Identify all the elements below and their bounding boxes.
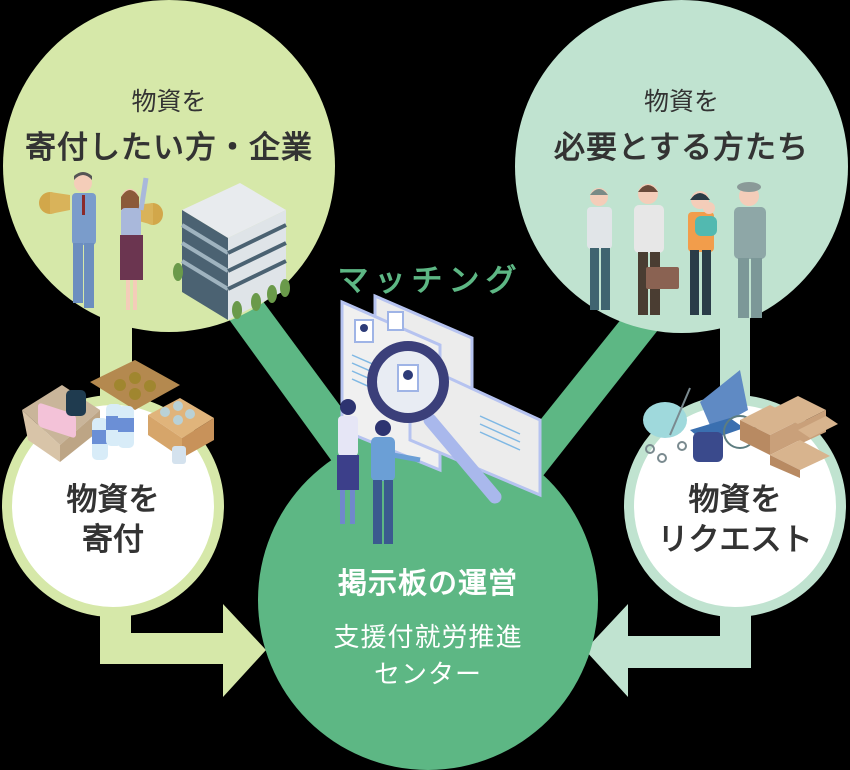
food-box-icon (90, 360, 180, 410)
can-icon (172, 446, 186, 464)
water-bottle-icon (92, 404, 134, 460)
backpack-icon (66, 390, 86, 416)
office-building-icon (182, 183, 286, 238)
recipient-line2: 必要とする方たち (553, 130, 810, 166)
request-step-line1: 物資を (688, 482, 782, 518)
donor-illustration (39, 172, 290, 320)
hub-subtitle-line1: 支援付就労推進 (333, 623, 523, 653)
magnifier-handle (423, 413, 502, 504)
donate-step-line2: 寄付 (82, 522, 144, 558)
businessman-figure (72, 193, 96, 245)
senior-man-figure (734, 207, 766, 259)
school-bag-icon (693, 432, 723, 462)
donor-line2: 寄付したい方・企業 (25, 130, 313, 166)
elderly-man-figure (587, 207, 612, 249)
request-step-line2: リクエスト (657, 522, 813, 558)
briefcase-icon (646, 267, 679, 289)
donor-line1: 物資を (131, 87, 207, 116)
man-briefcase-figure (634, 205, 664, 253)
stroller-icon (643, 402, 687, 438)
hub-subtitle-line2: センター (373, 660, 482, 690)
request-arrow-left (585, 590, 751, 697)
recipient-line1: 物資を (643, 87, 719, 116)
staff-man-figure (371, 437, 395, 481)
staff-woman-figure (338, 416, 358, 456)
recipient-circle (515, 0, 848, 333)
donate-arrow-right (100, 590, 266, 697)
donate-items-illustration (22, 360, 214, 464)
hub-title: 掲示板の運営 (337, 566, 518, 600)
matching-illustration (337, 293, 542, 544)
recipient-illustration (587, 182, 766, 318)
cardboard-boxes-icon (740, 396, 838, 478)
businesswoman-figure (121, 208, 141, 238)
donate-step-line1: 物資を (66, 482, 160, 518)
matching-label: マッチング (337, 263, 523, 299)
request-items-illustration (643, 370, 838, 478)
wheelchair-icon (700, 370, 748, 430)
